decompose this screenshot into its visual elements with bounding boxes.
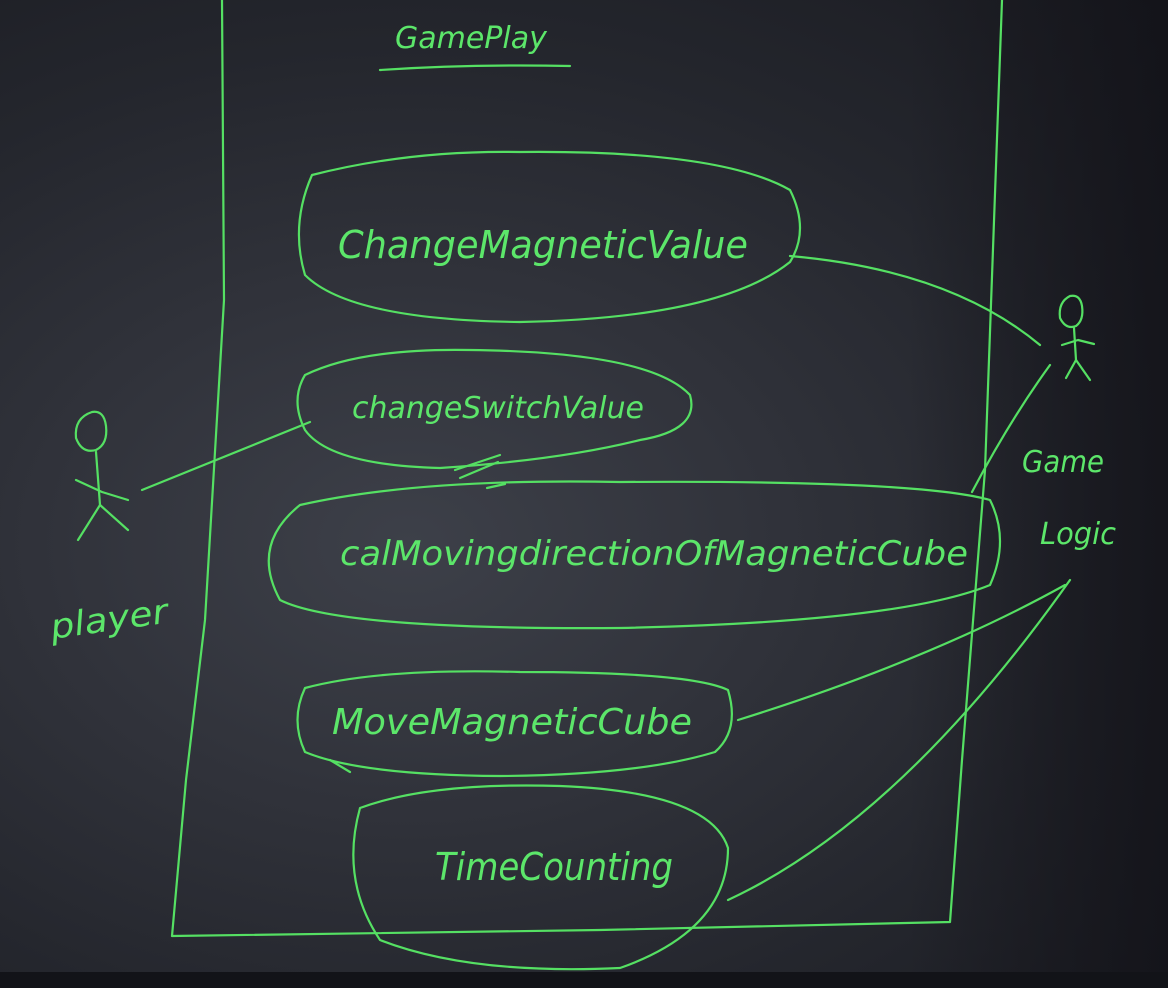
game-logic-actor-label-line1: Game <box>1022 445 1104 480</box>
association-logic-change-magnetic-value <box>788 254 1042 347</box>
system-boundary <box>170 0 1004 938</box>
use-case-label-change-magnetic-value: ChangeMagneticValue <box>338 223 748 267</box>
game-logic-actor-icon <box>1058 294 1096 382</box>
use-case-label-move-magnetic-cube: MoveMagneticCube <box>332 702 692 743</box>
use-case-ellipse-change-magnetic-value <box>297 150 801 324</box>
use-case-overlap-stroke <box>328 758 352 774</box>
image-bottom-edge <box>0 972 1168 988</box>
use-case-ellipse-change-switch-value <box>296 348 693 470</box>
game-logic-actor-label-line2: Logic <box>1040 517 1116 552</box>
include-arrow <box>453 453 507 490</box>
use-case-label-time-counting: TimeCounting <box>435 845 673 889</box>
use-case-label-cal-moving-direction: calMovingdirectionOfMagneticCube <box>340 534 968 574</box>
association-logic-move-magnetic-cube <box>736 583 1067 722</box>
use-case-ellipse-time-counting <box>352 784 730 971</box>
system-title: GamePlay <box>395 21 548 56</box>
association-player-change-switch-value <box>140 420 312 492</box>
association-logic-time-counting <box>726 578 1072 902</box>
title-underline <box>378 64 572 72</box>
association-logic-cal-moving-direction <box>970 363 1052 494</box>
player-actor-icon <box>74 410 130 542</box>
player-actor-label: player <box>47 591 173 647</box>
use-case-ellipse-cal-moving-direction <box>267 480 1002 630</box>
use-case-label-change-switch-value: changeSwitchValue <box>352 391 644 426</box>
